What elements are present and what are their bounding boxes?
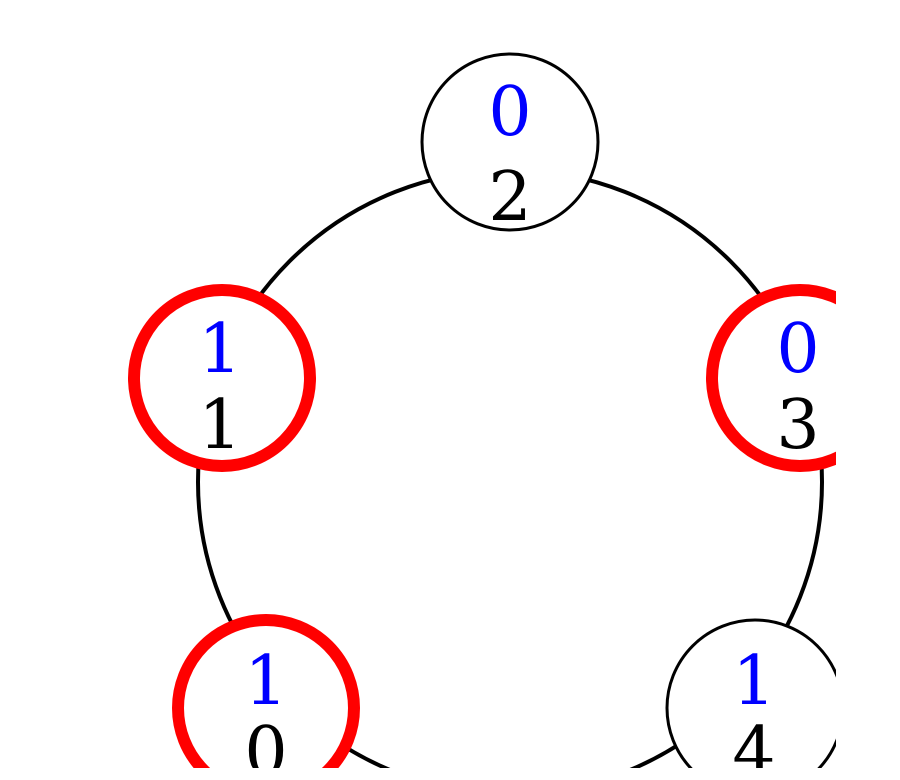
node-3: 1 0 — [172, 614, 360, 780]
node-4-top-value: 1 — [732, 642, 775, 721]
node-3-top-value: 1 — [244, 642, 287, 721]
diagram-content: 0 2 1 1 0 3 1 0 1 4 — [128, 52, 836, 780]
node-2-top-value: 0 — [776, 310, 819, 389]
node-2: 0 3 — [706, 284, 836, 472]
node-3-circle — [172, 614, 360, 768]
node-0: 0 2 — [420, 52, 600, 237]
node-1-circle — [128, 284, 316, 472]
node-4-circle — [665, 618, 836, 768]
node-4-bottom-value: 4 — [732, 713, 775, 780]
node-1-top-value: 1 — [198, 310, 241, 389]
node-0-top-value: 0 — [488, 73, 531, 152]
node-1: 1 1 — [128, 284, 316, 472]
node-0-circle — [420, 52, 600, 232]
node-0-bottom-value: 2 — [488, 158, 531, 237]
node-4: 1 4 — [665, 618, 836, 780]
node-2-bottom-value: 3 — [776, 386, 819, 465]
node-1-bottom-value: 1 — [198, 386, 241, 465]
node-2-circle — [706, 284, 836, 472]
node-3-bottom-value: 0 — [244, 713, 287, 780]
